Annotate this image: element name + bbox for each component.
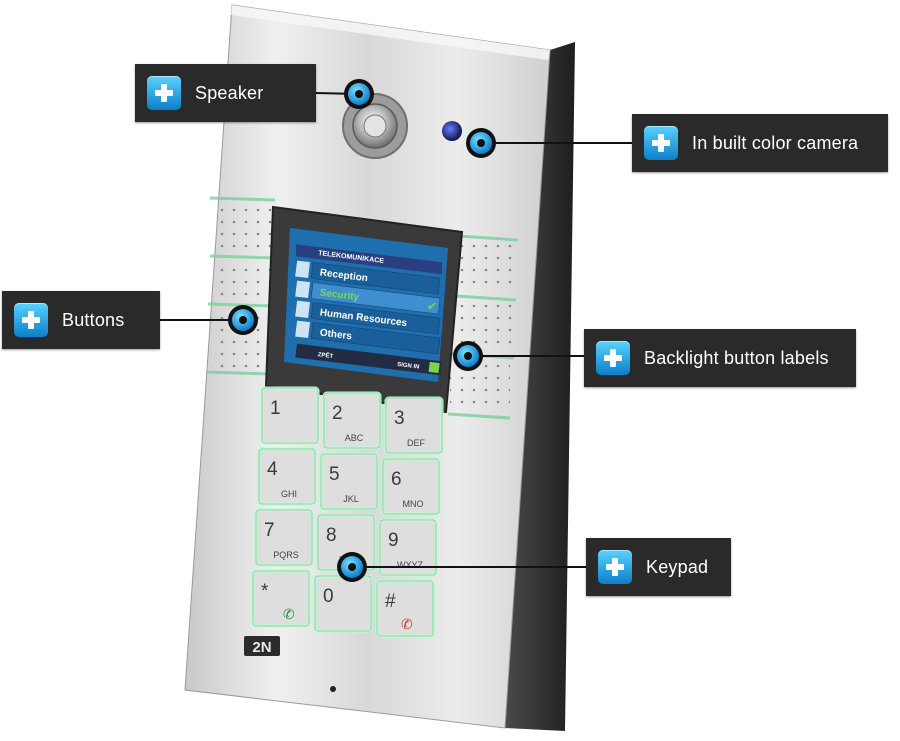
check-icon: ✔: [426, 299, 438, 314]
brand-logo: 2N: [244, 636, 280, 656]
hangup-icon: ✆: [401, 617, 413, 633]
softkey-right[interactable]: SIGN IN: [397, 362, 420, 371]
key-letters: DEF: [407, 438, 426, 448]
device-side-panel: [505, 42, 575, 731]
callout-speaker[interactable]: Speaker: [135, 64, 316, 122]
keypad-key[interactable]: 1: [260, 386, 320, 445]
keypad: 12ABC3DEF4GHI5JKL6MNO7PQRS8TUV9WXYZ*✆0#✆: [251, 386, 444, 638]
device-top-edge: [231, 5, 550, 60]
screen-menu-item[interactable]: Reception: [295, 260, 441, 295]
key-digit: #: [385, 591, 396, 612]
key-digit: 4: [267, 459, 278, 480]
callout-buttons-label: Buttons: [62, 309, 125, 330]
plus-icon[interactable]: [644, 126, 678, 160]
side-buttons-right: [447, 234, 519, 420]
dot-buttons[interactable]: [228, 305, 258, 335]
keypad-key[interactable]: *✆: [251, 569, 311, 628]
home-icon: [295, 300, 311, 319]
dot-keypad[interactable]: [337, 552, 367, 582]
key-digit: 6: [391, 469, 402, 490]
screen-header-bar: [296, 244, 442, 275]
color-camera-lens: [442, 121, 462, 141]
callout-camera-label: In built color camera: [692, 132, 859, 153]
softkey-left[interactable]: ZPĚT: [317, 350, 334, 360]
key-letters: PQRS: [273, 550, 299, 560]
dot-camera[interactable]: [466, 128, 496, 158]
brand-logo-text: 2N: [252, 639, 271, 656]
callout-dots: [228, 79, 496, 582]
key-digit: 3: [394, 408, 405, 429]
keypad-key[interactable]: #✆: [375, 579, 435, 638]
softkey-indicator: [428, 361, 440, 374]
microphone-hole: [330, 686, 336, 692]
key-digit: *: [261, 581, 269, 602]
screen-menu-item-label: Others: [319, 327, 353, 342]
screen-menu-item-label: Security: [319, 287, 360, 303]
key-letters: GHI: [281, 489, 297, 499]
key-letters: ABC: [345, 433, 364, 443]
home-icon: [295, 320, 311, 339]
key-digit: 5: [329, 464, 340, 485]
key-letters: WXYZ: [397, 560, 424, 570]
home-icon: [295, 280, 311, 299]
call-icon: ✆: [283, 607, 295, 623]
plus-icon[interactable]: [147, 76, 181, 110]
dot-speaker[interactable]: [344, 79, 374, 109]
screen-menu-item[interactable]: Others: [295, 320, 441, 355]
side-buttons-left: [205, 196, 276, 376]
plus-icon[interactable]: [596, 341, 630, 375]
dot-backlight[interactable]: [453, 341, 483, 371]
callout-keypad[interactable]: Keypad: [586, 538, 731, 596]
key-digit: 0: [323, 586, 334, 607]
callout-speaker-label: Speaker: [195, 82, 264, 103]
key-digit: 1: [270, 398, 281, 419]
callout-backlight[interactable]: Backlight button labels: [584, 329, 856, 387]
key-digit: 2: [332, 403, 343, 424]
home-icon: [295, 260, 311, 279]
keypad-key[interactable]: 0: [313, 574, 373, 633]
key-digit: 9: [388, 530, 399, 551]
callout-buttons[interactable]: Buttons: [2, 291, 160, 349]
plus-icon[interactable]: [14, 303, 48, 337]
callout-camera[interactable]: In built color camera: [632, 114, 888, 172]
callout-keypad-label: Keypad: [646, 556, 709, 577]
callout-backlight-label: Backlight button labels: [644, 347, 829, 368]
key-digit: 7: [264, 520, 275, 541]
plus-icon[interactable]: [598, 550, 632, 584]
key-letters: JKL: [343, 494, 359, 504]
screen-menu-item[interactable]: Security ✔: [295, 280, 441, 315]
key-letters: MNO: [403, 499, 424, 509]
speaker-lens: [342, 93, 408, 159]
screen-softkeys: ZPĚT SIGN IN: [295, 343, 442, 376]
key-digit: 8: [326, 525, 337, 546]
